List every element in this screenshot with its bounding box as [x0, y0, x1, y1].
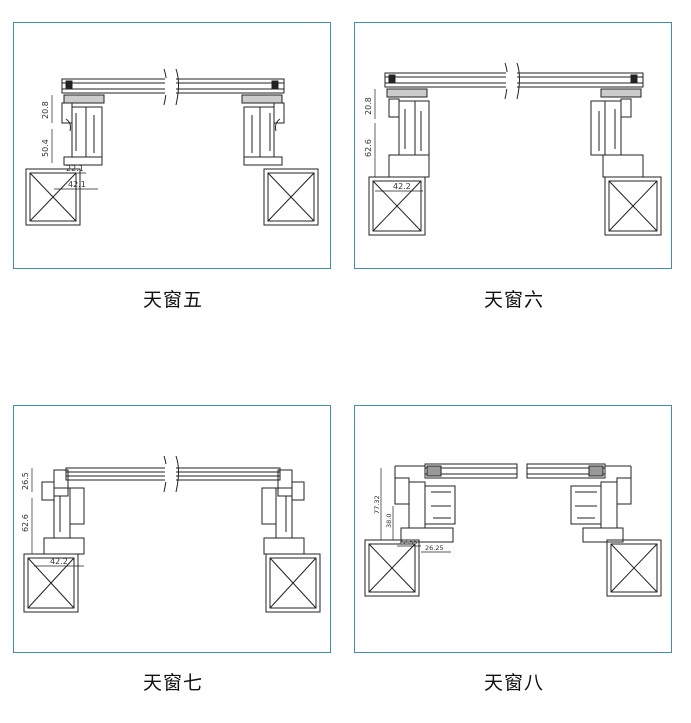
dim-top: 20.8: [364, 97, 373, 115]
skylight-5-drawing: 20.8 50.4 22.1 42.1: [13, 22, 331, 269]
dim-top: 26.5: [21, 472, 30, 490]
dim-total: 77.32: [373, 495, 381, 514]
dim-small: 38.0: [385, 514, 393, 528]
dim-top: 20.8: [41, 101, 50, 119]
dim-width: 42.2: [50, 557, 68, 566]
skylight-7-drawing: 26.5 62.6 42.2: [13, 405, 331, 653]
skylight-8-drawing: 77.32 38.0 22.55 26.25: [354, 405, 672, 653]
dim-width: 42.1: [68, 180, 86, 189]
dim-vertical: 50.4: [41, 139, 50, 157]
dim-width: 42.2: [393, 182, 411, 191]
skylight-6-drawing: 20.8 62.6 42.2: [354, 22, 672, 269]
dim-vertical: 62.6: [364, 139, 373, 157]
caption-skylight-5: 天窗五: [142, 289, 203, 311]
caption-skylight-6: 天窗六: [483, 289, 544, 311]
caption-skylight-8: 天窗八: [483, 672, 544, 694]
dim-vertical: 62.6: [21, 514, 30, 532]
dim-w2: 26.25: [425, 544, 444, 552]
dim-w1: 22.55: [399, 538, 418, 546]
dim-inner: 22.1: [66, 164, 84, 173]
caption-skylight-7: 天窗七: [142, 672, 203, 694]
